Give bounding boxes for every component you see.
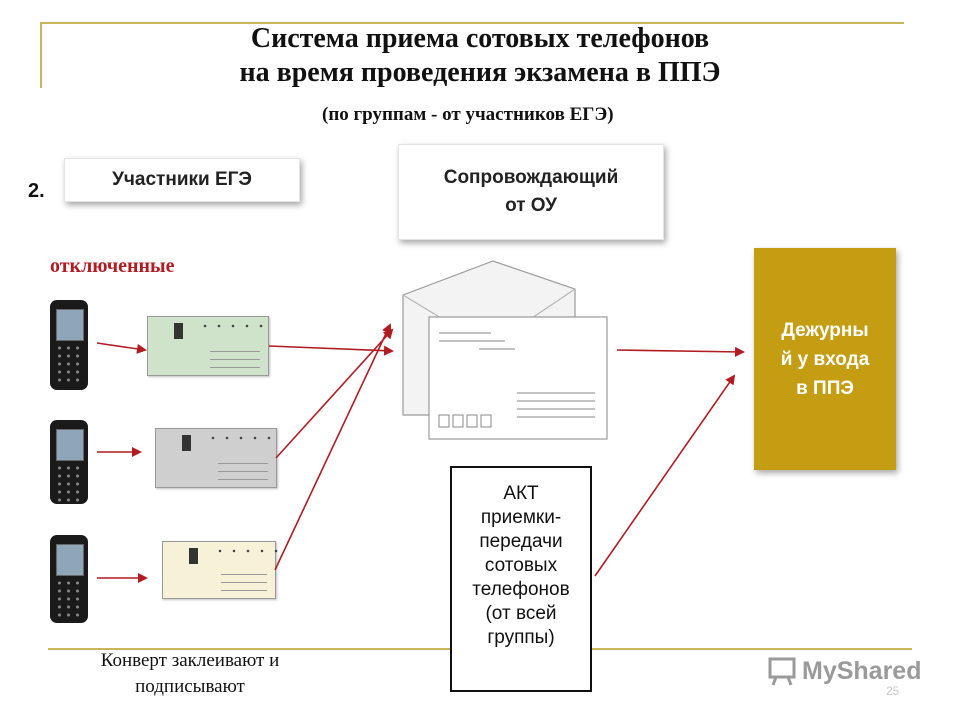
akt-line: передачи [479,531,563,552]
akt-line: АКТ [503,483,539,504]
duty-line: Дежурны [781,319,869,341]
duty-line: в ППЭ [796,377,854,399]
top-accent-line [40,22,904,24]
step-number: 2. [28,180,45,202]
escort-label-line-2: от ОУ [505,195,557,216]
title-line-1: Система приема сотовых телефонов [250,23,710,54]
escort-card: Сопровождающий от ОУ [398,144,664,240]
arrow-icon [616,346,745,357]
duty-box: Дежурны й у входа в ППЭ [754,248,896,470]
arrow-icon [594,374,736,577]
akt-line: приемки- [480,507,562,528]
envelope-icon [428,316,608,440]
title-line-2: на время проведения экзамена в ППЭ [239,57,721,88]
envelope-icon [162,541,283,599]
large-envelopes [402,260,608,440]
caption-line-1: Конверт заклеивают и [100,650,280,671]
participants-card: Участники ЕГЭ [64,158,300,202]
caption: Конверт заклеивают и подписывают [52,648,328,700]
arrow-icon [275,328,394,459]
akt-line: сотовых [484,555,558,576]
akt-line: группы) [487,627,555,648]
mobile-phone-icon [50,420,88,504]
escort-label-line-1: Сопровождающий [443,167,619,188]
arrow-icon [96,342,147,354]
akt-line: (от всей [485,603,557,624]
page-title: Система приема сотовых телефонов на врем… [120,22,840,90]
participants-label: Участники ЕГЭ [112,169,252,190]
envelope-icon [155,428,277,488]
arrow-icon [274,323,392,571]
watermark-text: MyShared [802,656,922,685]
watermark: MyShared [768,656,921,686]
akt-line: телефонов [472,579,570,600]
presentation-icon [768,657,796,686]
duty-line: й у входа [780,348,870,370]
caption-line-2: подписывают [135,676,245,697]
switched-off-label: отключенные [50,255,175,277]
arrow-icon [268,345,394,356]
mobile-phone-icon [50,535,88,623]
page-number: 25 [886,684,900,698]
akt-box: АКТ приемки- передачи сотовых телефонов … [450,466,592,692]
page-subtitle: (по группам - от участников ЕГЭ) [322,104,614,125]
left-accent-line [40,22,42,88]
mobile-phone-icon [50,300,88,390]
envelope-icon [147,316,269,376]
